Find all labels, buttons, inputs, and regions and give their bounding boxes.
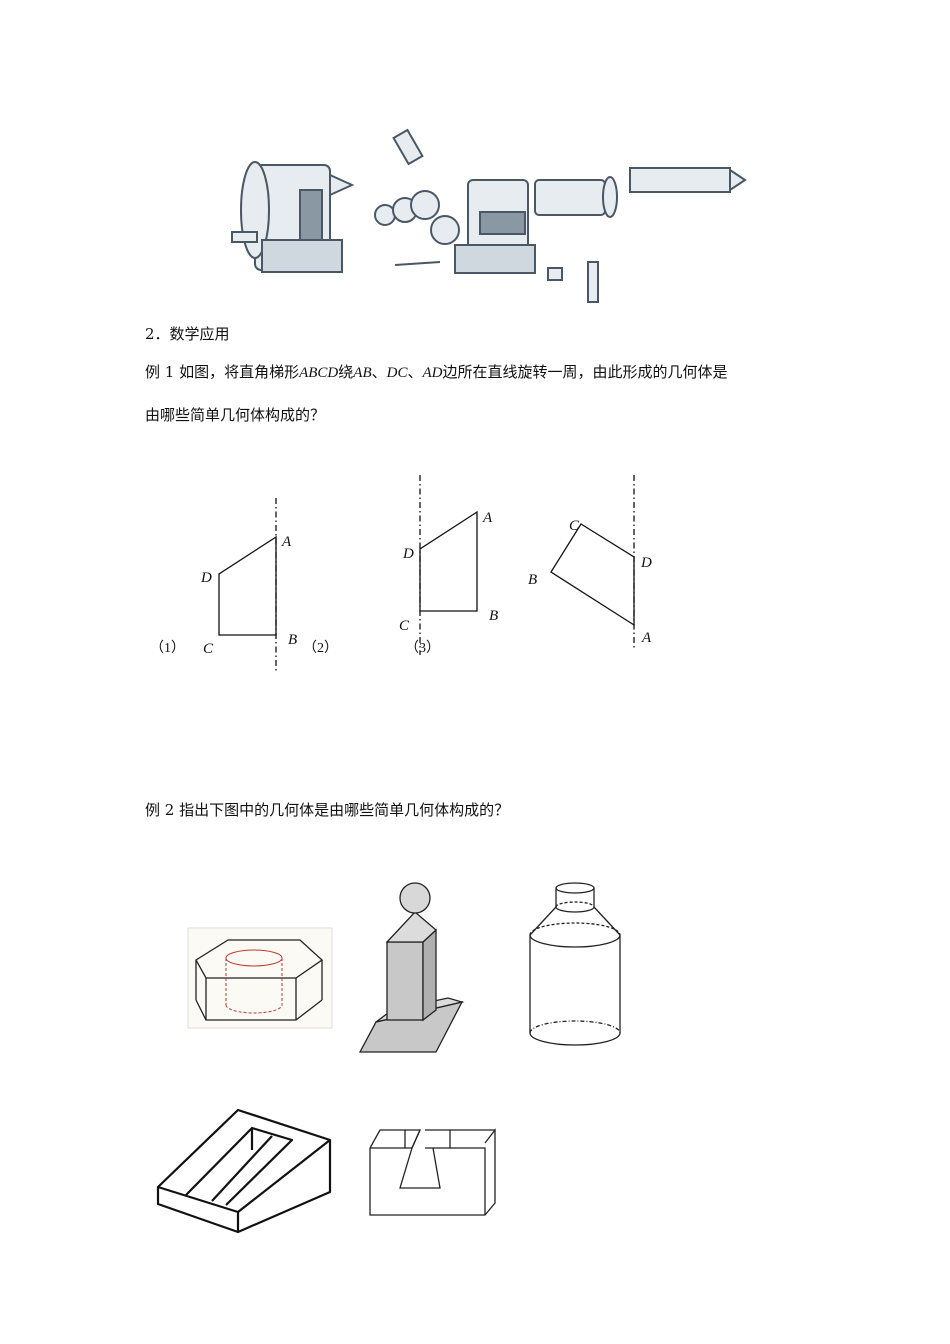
label-b: B	[528, 572, 538, 588]
section-heading: 2．数学应用	[145, 325, 230, 343]
label-d: D	[403, 546, 414, 562]
text: AB	[353, 365, 372, 381]
label-d: D	[641, 555, 652, 571]
text: 、	[371, 363, 387, 381]
text: 绕	[338, 363, 354, 381]
label-a: A	[642, 630, 652, 646]
machine-exploded-illustration	[231, 128, 747, 303]
caption-2: （2）	[303, 641, 338, 656]
text: 、	[407, 363, 423, 381]
text: 例 1 如图，将直角梯形	[145, 363, 300, 381]
example2-question: 例 2 指出下图中的几何体是由哪些简单几何体构成的？	[145, 801, 510, 819]
trapezoid-figures	[218, 475, 635, 672]
trapezoid-1	[218, 535, 277, 636]
caption-1: （1）	[150, 641, 185, 656]
label-c: C	[399, 618, 410, 634]
caption-3: （3）	[405, 641, 440, 656]
label-c: C	[569, 518, 580, 534]
sphere-pyramid-prism-frustum-solid	[358, 882, 465, 1053]
label-a: A	[282, 534, 292, 550]
text: AD	[422, 365, 443, 381]
text: 边所在直线旋转一周，由此形成的几何体是	[442, 363, 728, 381]
example1-question-line1: 例 1 如图，将直角梯形ABCD绕AB、DC、AD边所在直线旋转一周，由此形成的…	[145, 365, 728, 381]
v-slot-block-solid	[369, 1128, 496, 1216]
text: ABCD	[299, 365, 339, 381]
label-c: C	[203, 641, 214, 657]
hex-nut-solid	[187, 927, 333, 1029]
label-b: B	[489, 608, 499, 624]
label-b: B	[288, 632, 298, 648]
trapezoid-2	[419, 510, 478, 612]
slotted-wedge-solid	[156, 1108, 332, 1234]
trapezoid-3	[550, 523, 635, 627]
label-d: D	[201, 570, 212, 586]
label-a: A	[483, 510, 493, 526]
example1-question-line2: 由哪些简单几何体构成的？	[145, 406, 326, 424]
text: DC	[386, 365, 408, 381]
cylinder-frustum-cylinder-solid	[529, 882, 621, 1046]
